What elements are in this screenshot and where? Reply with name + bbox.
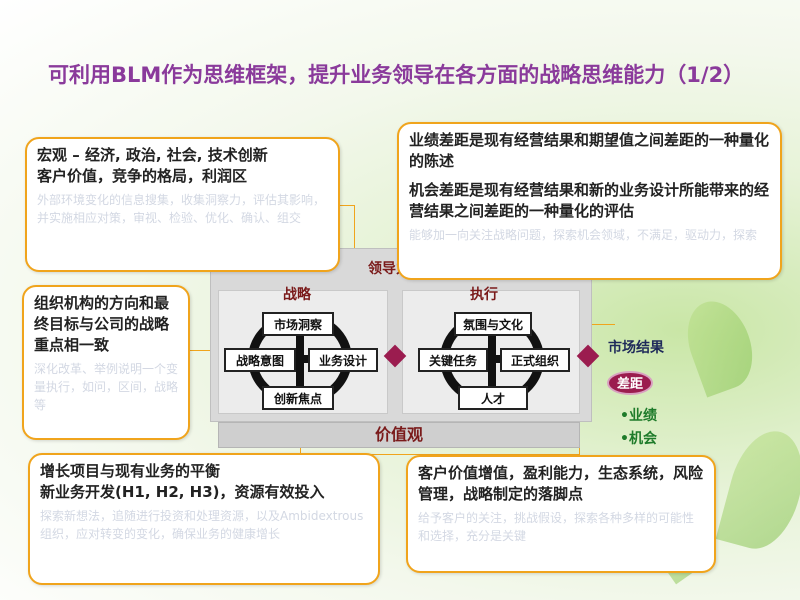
market-item-performance: •业绩	[620, 408, 657, 424]
callout-growth-line1: 增长项目与现有业务的平衡	[40, 462, 221, 480]
callout-macro-line1: 宏观 – 经济, 政治, 社会, 技术创新	[37, 146, 268, 164]
callout-org-line1: 组织机构的方向和最终目标与公司的战略重点相一致	[34, 294, 170, 354]
strategy-crossbar	[254, 355, 346, 363]
node-climate-culture: 氛围与文化	[454, 312, 532, 336]
leaf-decoration	[676, 292, 764, 398]
node-strategic-intent: 战略意图	[224, 348, 296, 372]
node-market-insight: 市场洞察	[262, 312, 334, 336]
node-formal-organization: 正式组织	[500, 348, 570, 372]
execution-crossbar	[446, 355, 538, 363]
callout-growth-faded: 探索新想法，追随进行投资和处理资源，以及Ambidextrous组织，应对转变的…	[40, 509, 364, 541]
leaf-decoration	[715, 422, 800, 558]
node-talent: 人才	[458, 386, 528, 410]
execution-label: 执行	[470, 287, 498, 303]
callout-macro: 宏观 – 经济, 政治, 社会, 技术创新 客户价值，竞争的格局，利润区 外部环…	[25, 137, 340, 272]
callout-gap-line1: 业绩差距是现有经营结果和期望值之间差距的一种量化的陈述	[409, 131, 770, 170]
callout-macro-line2: 客户价值，竞争的格局，利润区	[37, 167, 248, 185]
callout-org: 组织机构的方向和最终目标与公司的战略重点相一致 深化改革、举例说明一个变量执行，…	[22, 285, 190, 440]
callout-gap-faded: 能够加一向关注战略问题，探索机会领域，不满足，驱动力，探索	[409, 228, 758, 242]
gap-badge: 差距	[607, 371, 653, 395]
page-title: 可利用BLM作为思维框架，提升业务领导在各方面的战略思维能力（1/2）	[48, 63, 745, 87]
callout-org-faded: 深化改革、举例说明一个变量执行，如问，区间，战略等	[34, 362, 179, 412]
values-bar: 价值观	[218, 422, 580, 448]
node-innovation-focus: 创新焦点	[262, 386, 334, 410]
callout-growth-line2: 新业务开发(H1, H2, H3)，资源有效投入	[40, 483, 325, 501]
node-critical-tasks: 关键任务	[418, 348, 488, 372]
callout-customer-line1: 客户价值增值，盈利能力，生态系统，风险管理，战略制定的落脚点	[418, 464, 704, 503]
callout-customer-faded: 给予客户的关注，挑战假设，探索各种多样的可能性和选择，充分是关键	[418, 511, 695, 543]
market-results-title: 市场结果	[608, 340, 664, 356]
market-item-opportunity: •机会	[620, 431, 657, 447]
strategy-label: 战略	[283, 287, 311, 303]
node-business-design: 业务设计	[308, 348, 378, 372]
callout-macro-faded: 外部环境变化的信息搜集，收集洞察力，评估其影响，并实施相应对策，审视、检验、优化…	[37, 193, 326, 225]
callout-gap: 业绩差距是现有经营结果和期望值之间差距的一种量化的陈述 机会差距是现有经营结果和…	[397, 122, 782, 280]
callout-growth: 增长项目与现有业务的平衡 新业务开发(H1, H2, H3)，资源有效投入 探索…	[28, 453, 380, 585]
callout-gap-line2: 机会差距是现有经营结果和新的业务设计所能带来的经营结果之间差距的一种量化的评估	[409, 181, 770, 220]
callout-customer: 客户价值增值，盈利能力，生态系统，风险管理，战略制定的落脚点 给予客户的关注，挑…	[406, 455, 716, 573]
